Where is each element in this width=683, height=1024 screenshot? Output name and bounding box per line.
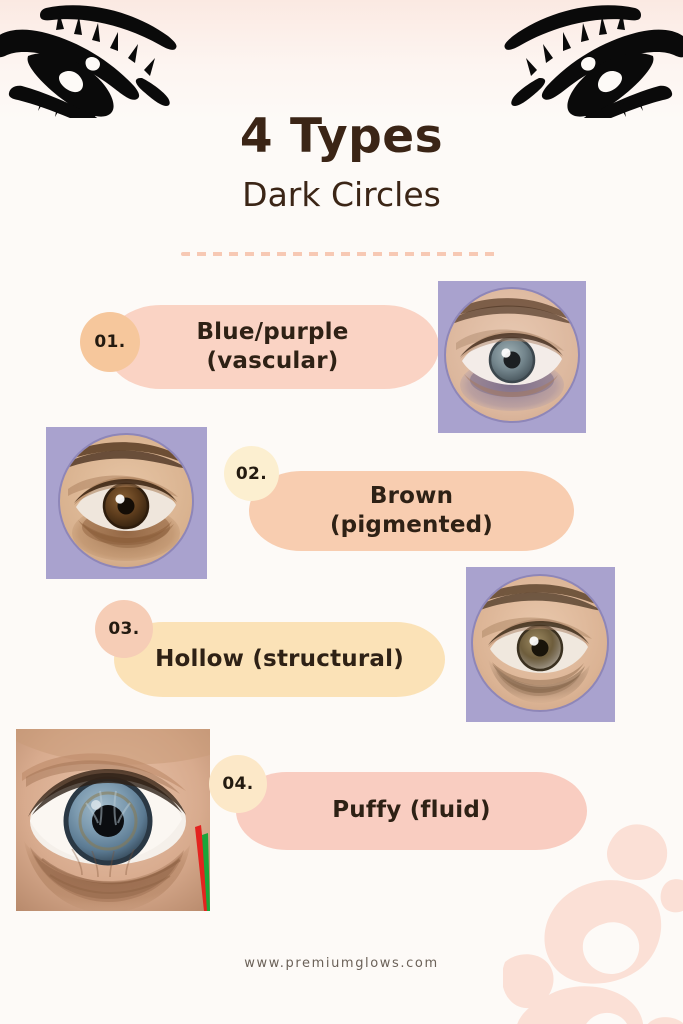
item-label-03: Hollow (structural): [155, 645, 404, 672]
eye-photo-puffy: [16, 729, 210, 911]
item-number-01: 01.: [94, 332, 126, 352]
eye-photo-hollow: [466, 567, 615, 722]
dashed-divider: [181, 252, 496, 256]
page-header: 4 Types Dark Circles: [0, 112, 683, 214]
page-title: 4 Types: [239, 109, 444, 164]
item-badge-04: 04.: [209, 755, 267, 813]
item-number-04: 04.: [222, 774, 254, 794]
item-badge-02: 02.: [224, 446, 279, 501]
page-subtitle: Dark Circles: [242, 175, 441, 215]
item-badge-01: 01.: [80, 312, 140, 372]
corner-blob-decoration: [501, 820, 683, 1024]
website-url[interactable]: www.premiumglows.com: [244, 956, 439, 971]
item-number-02: 02.: [235, 463, 268, 484]
item-pill-03: Hollow (structural): [114, 622, 445, 697]
item-label-04: Puffy (fluid): [332, 797, 491, 824]
item-pill-04: Puffy (fluid): [236, 772, 587, 850]
item-pill-01: Blue/purple (vascular): [106, 305, 439, 389]
item-number-03: 03.: [108, 619, 140, 639]
item-label-02: Brown (pigmented): [329, 482, 494, 538]
footer: www.premiumglows.com: [0, 952, 683, 971]
eye-photo-vascular: [438, 281, 586, 433]
item-badge-03: 03.: [95, 600, 153, 658]
eye-silhouette-icon-left: [0, 0, 207, 132]
eye-photo-pigmented: [46, 427, 207, 579]
item-pill-02: Brown (pigmented): [249, 471, 574, 551]
eye-silhouette-icon-right: [474, 0, 683, 132]
item-label-01: Blue/purple (vascular): [196, 318, 349, 374]
